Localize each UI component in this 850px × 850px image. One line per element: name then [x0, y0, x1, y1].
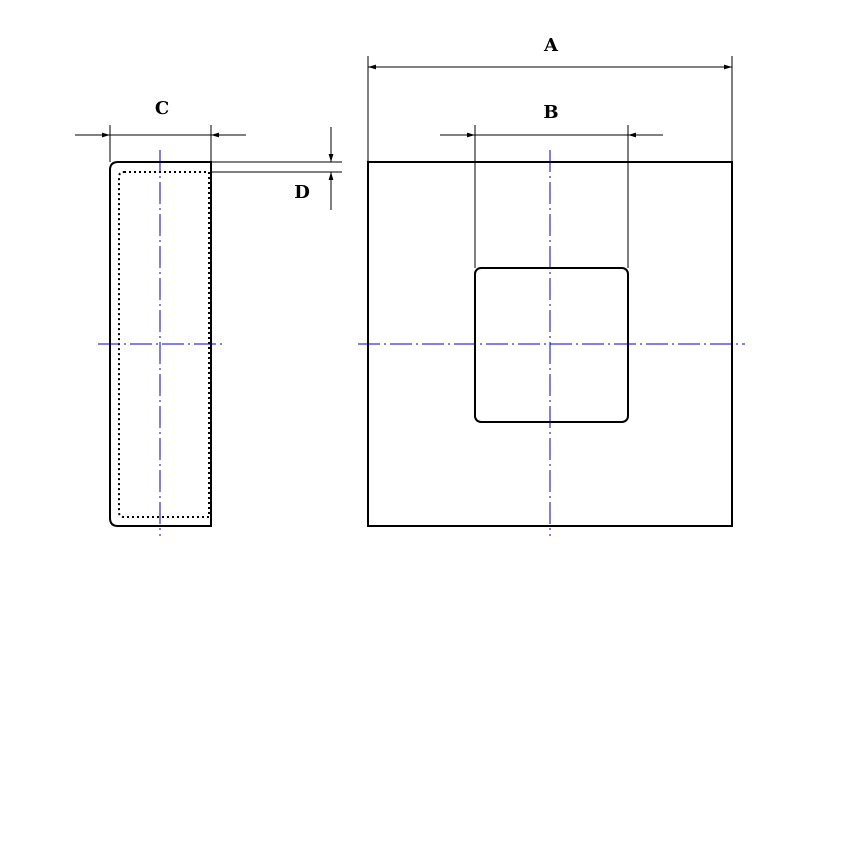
dimension-label-b: B [543, 102, 558, 123]
side-view-hidden-outline [118, 171, 210, 518]
dimension-label-d: D [294, 182, 310, 203]
front-view [358, 150, 745, 536]
dimension-d: D [211, 127, 342, 210]
dimension-c: C [75, 98, 246, 162]
dimension-label-a: A [543, 35, 559, 56]
side-view [98, 150, 222, 536]
dimension-b: B [440, 102, 663, 268]
dimension-label-c: C [155, 98, 169, 119]
side-view-outline [109, 161, 212, 527]
dimension-a: A [367, 35, 733, 162]
inner-square-opening [474, 267, 629, 423]
